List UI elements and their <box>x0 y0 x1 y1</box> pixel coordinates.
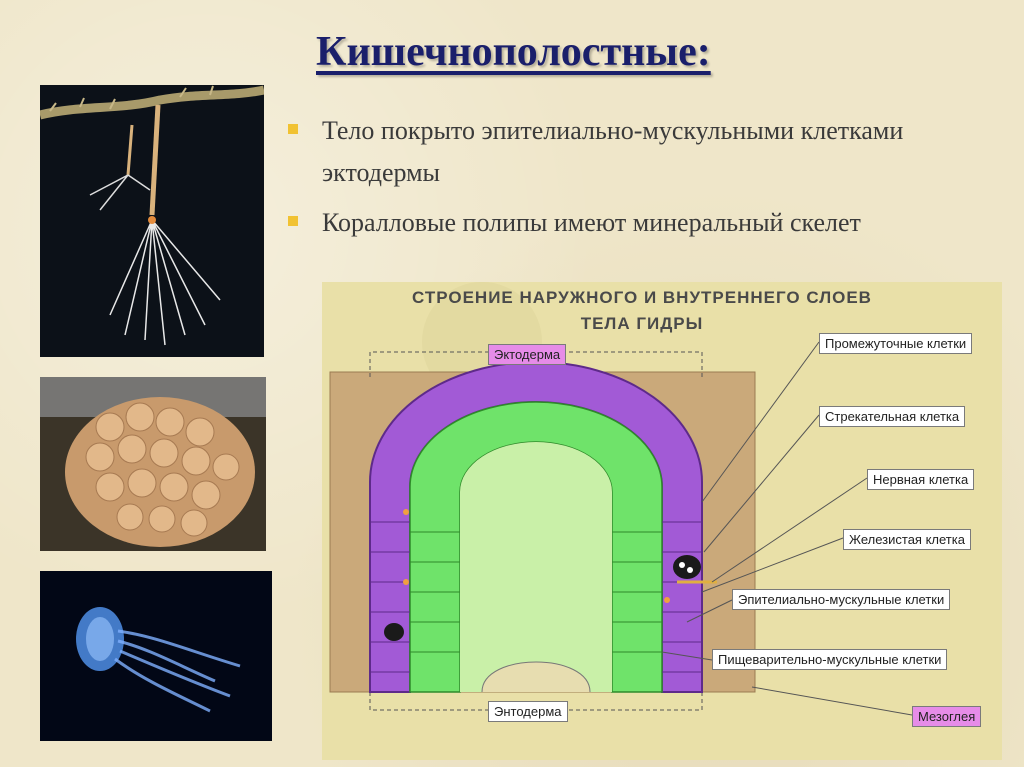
bullet-item: Коралловые полипы имеют минеральный скел… <box>286 202 986 244</box>
ectoderm-label: Эктодерма <box>488 344 567 365</box>
hydra-structure-diagram: СТРОЕНИЕ НАРУЖНОГО И ВНУТРЕННЕГО СЛОЕВ Т… <box>322 282 1002 760</box>
label-nerve-cell: Нервная клетка <box>867 469 975 490</box>
diagram-title-line2: ТЕЛА ГИДРЫ <box>580 314 704 333</box>
bullet-text: Тело покрыто эпителиально-мускульными кл… <box>322 116 904 187</box>
mesoglea-label: Мезоглея <box>912 706 982 727</box>
label-digestive-muscle-cells: Пищеварительно-мускульные клетки <box>712 649 948 670</box>
endoderm-label: Энтодерма <box>488 701 568 722</box>
bullet-list: Тело покрыто эпителиально-мускульными кл… <box>286 110 986 252</box>
bullet-square-icon <box>288 216 298 226</box>
label-epithelial-muscle-cells: Эпителиально-мускульные клетки <box>732 589 951 610</box>
hydra-photo <box>40 85 264 357</box>
label-cnidocyte: Стрекательная клетка <box>819 406 966 427</box>
bullet-item: Тело покрыто эпителиально-мускульными кл… <box>286 110 986 194</box>
slide-title: Кишечнополостные: <box>316 29 711 75</box>
coral-photo <box>40 377 266 551</box>
bullet-text: Коралловые полипы имеют минеральный скел… <box>322 208 861 237</box>
diagram-title-line1: СТРОЕНИЕ НАРУЖНОГО И ВНУТРЕННЕГО СЛОЕВ <box>412 288 872 307</box>
label-glandular-cell: Железистая клетка <box>843 529 971 550</box>
jellyfish-photo <box>40 571 272 741</box>
label-interstitial-cells: Промежуточные клетки <box>819 333 973 354</box>
bullet-square-icon <box>288 124 298 134</box>
